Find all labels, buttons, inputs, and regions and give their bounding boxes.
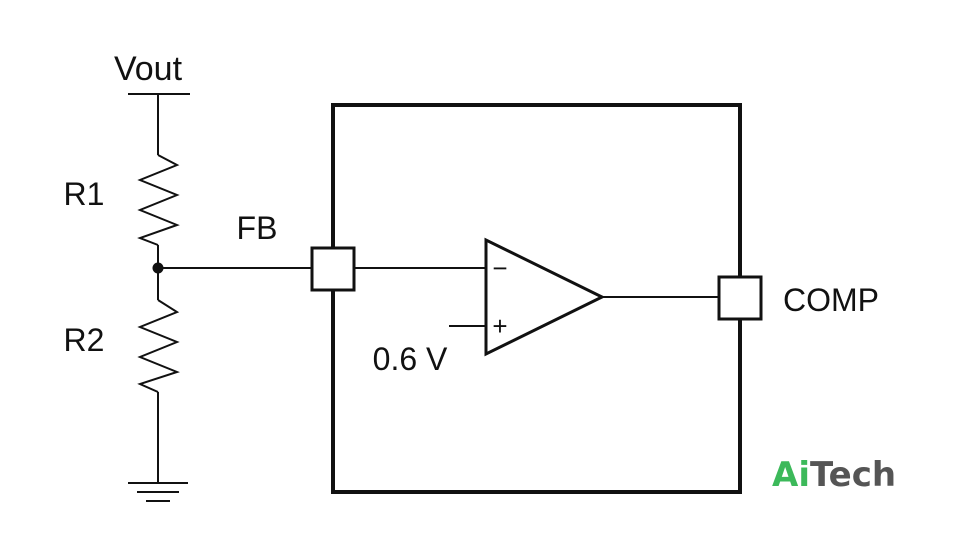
fb-label: FB (237, 210, 278, 246)
vout-label: Vout (114, 50, 183, 88)
fb-pin (310, 246, 356, 292)
aitech-logo: AiTech (772, 455, 896, 495)
r2-label: R2 (64, 322, 105, 358)
resistor-r2 (137, 299, 180, 393)
resistor-r1 (137, 154, 180, 246)
r1-label: R1 (64, 176, 105, 212)
comp-label: COMP (783, 282, 879, 318)
comp-pin (717, 275, 763, 321)
ground-symbol (128, 482, 188, 502)
reference-voltage-label: 0.6 V (373, 341, 448, 377)
inverting-sign: − (492, 253, 507, 283)
non-inverting-sign: + (492, 311, 507, 341)
error-amplifier (484, 237, 606, 357)
